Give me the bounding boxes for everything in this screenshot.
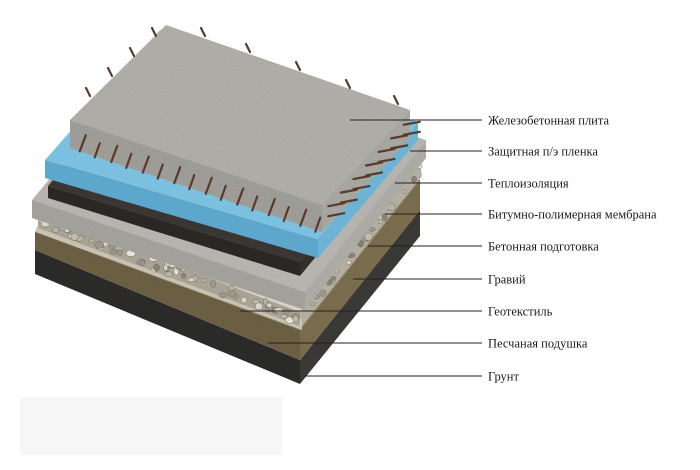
concrete-prep-side-front <box>32 200 305 310</box>
rebar-end <box>294 60 302 72</box>
rebar-end <box>128 46 136 58</box>
gravel-stone <box>346 260 352 265</box>
gravel-stone <box>282 308 290 315</box>
label-film: Защитная п/э пленка <box>488 145 598 159</box>
gravel-stone <box>70 232 79 241</box>
rebar-end <box>339 198 358 204</box>
rebar-end <box>84 86 92 98</box>
sand-side-right <box>300 180 420 360</box>
rebar-end <box>402 120 421 126</box>
gravel-stone <box>402 189 407 194</box>
gravel-stone <box>180 272 187 279</box>
rebar-end <box>299 208 308 227</box>
rebar-ends <box>78 26 421 233</box>
label-geotextile: Геотекстиль <box>488 305 553 319</box>
rebar-end <box>199 26 207 38</box>
gravel-stone <box>210 279 217 288</box>
gravel-stone <box>164 271 173 278</box>
rebar-end <box>377 157 396 164</box>
gravel-stone <box>153 263 160 272</box>
rebar-end <box>125 152 133 170</box>
gravel-stone <box>382 213 388 222</box>
rebar-end <box>282 205 290 223</box>
gravel-stone <box>411 175 417 183</box>
gravel-stone <box>273 307 284 314</box>
rebar-end <box>314 216 322 233</box>
gravel-stone <box>280 314 288 319</box>
slab-side-front <box>70 120 322 232</box>
rebar-end <box>377 147 396 154</box>
soil-side-front <box>35 250 300 384</box>
rebar-end <box>150 26 158 38</box>
concrete-prep-side-right <box>305 140 426 310</box>
soil-side-right <box>300 210 420 384</box>
rebar-end <box>392 94 400 106</box>
insulation-side-front <box>45 160 318 258</box>
gravel-stone <box>309 301 316 307</box>
gravel-stone <box>319 289 326 297</box>
gravel-stone <box>139 260 145 267</box>
gravel-stone <box>387 203 396 212</box>
gravel-stone <box>254 302 263 311</box>
gravel-stone <box>117 249 123 256</box>
rebar-end <box>267 197 276 217</box>
rebar-end <box>244 42 252 54</box>
rebar-end <box>236 187 245 206</box>
geotextile-side-front <box>36 228 302 330</box>
rebar-end <box>364 161 384 167</box>
gravel-stone <box>51 226 60 233</box>
rebar-end <box>204 176 213 195</box>
gravel-stone <box>218 292 227 299</box>
rebar-end <box>141 155 150 174</box>
label-sand: Песчаная подушка <box>488 337 588 351</box>
label-insulation: Теплоизоляция <box>488 177 569 191</box>
rebar-end <box>156 163 164 180</box>
rebar-end <box>93 142 101 159</box>
blank-panel <box>20 397 282 455</box>
label-gravel: Гравий <box>488 273 526 287</box>
gravel-stone <box>263 298 269 306</box>
slab-layer <box>70 25 421 233</box>
rebar-end <box>106 66 114 78</box>
rebar-end <box>110 144 119 164</box>
gravel-stone <box>201 277 209 283</box>
gravel-stone <box>94 240 105 249</box>
label-soil: Грунт <box>488 370 519 384</box>
rebar-end <box>402 130 421 136</box>
rebar-end <box>188 174 196 191</box>
rebar-end <box>339 188 358 194</box>
rebar-end <box>251 195 259 212</box>
label-slab: Железобетонная плита <box>488 114 609 128</box>
gravel-stone <box>240 296 248 304</box>
gravel-stone <box>163 264 169 272</box>
label-concrete: Бетонная подготовка <box>488 240 599 254</box>
gravel-stone <box>88 238 95 243</box>
rebar-end <box>352 184 371 191</box>
rebar-end <box>390 144 409 150</box>
soil-layer <box>35 210 420 384</box>
sand-side-front <box>35 232 300 360</box>
rebar-end <box>344 78 352 90</box>
rebar-end <box>327 212 346 218</box>
gravel-stone <box>187 277 196 283</box>
label-membrane: Битумно-полимерная мембрана <box>488 208 657 222</box>
rebar-end <box>390 134 409 140</box>
rebar-end <box>173 166 182 185</box>
gravel-stone <box>227 290 236 297</box>
gravel-stone <box>364 232 373 241</box>
rebar-end <box>327 202 346 208</box>
gravel-stone <box>292 315 299 323</box>
rebar-end <box>352 174 371 181</box>
membrane-side-front <box>48 186 300 276</box>
gravel-stone <box>378 219 384 225</box>
rebar-end <box>219 184 227 201</box>
slab-top <box>70 25 410 205</box>
rebar-end <box>364 171 384 177</box>
gravel-stone <box>109 249 118 255</box>
rebar-end <box>78 134 87 153</box>
